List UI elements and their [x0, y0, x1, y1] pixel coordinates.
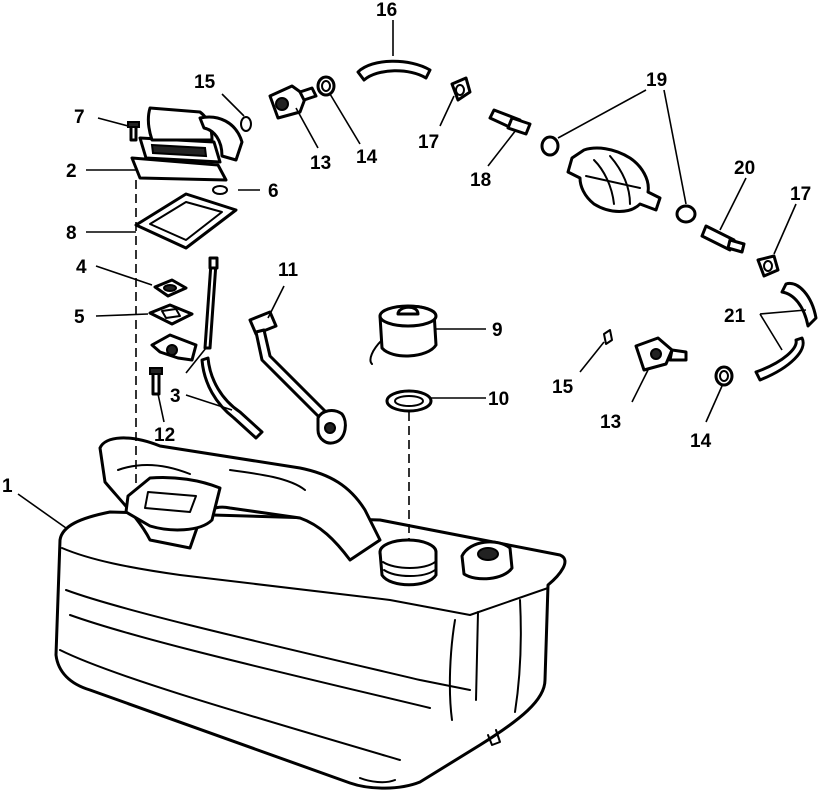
hose-clamp-14-tank: [316, 75, 336, 97]
o-ring-6: [212, 185, 228, 195]
callout-labels: 1 2 3 4 5 6 7 8 9 10 11 12 13 14 15 16 1…: [2, 0, 811, 497]
screw-12: [149, 367, 163, 396]
filler-cap: [369, 304, 438, 365]
screw-7: [127, 121, 140, 142]
fuel-hose-16: [356, 59, 432, 82]
fuel-hose-21: [754, 281, 818, 382]
float-arm: [248, 310, 347, 445]
fuel-tank: [54, 436, 567, 790]
callout-11: 11: [278, 260, 299, 281]
callout-13-tank: 13: [310, 153, 331, 174]
callout-9: 9: [492, 320, 503, 341]
callout-5: 5: [74, 307, 85, 328]
callout-10: 10: [488, 389, 509, 410]
primer-bulb: [540, 135, 697, 224]
callout-17-engine: 17: [790, 184, 811, 205]
o-ring-15: [240, 116, 252, 132]
hose-clamp-14-engine: [714, 365, 734, 387]
callout-3: 3: [170, 386, 181, 407]
hose-clamp-17-tank: [450, 76, 472, 102]
callout-6: 6: [268, 181, 279, 202]
retainer-plate-5: [148, 303, 194, 326]
fuel-fitting-18: [488, 108, 532, 136]
callout-7: 7: [74, 107, 85, 128]
callout-18: 18: [470, 170, 491, 191]
cap-gasket: [385, 389, 433, 413]
callout-8: 8: [66, 223, 77, 244]
hose-clamp-17-engine: [756, 254, 780, 278]
callout-15-tank: 15: [194, 72, 216, 93]
callout-16: 16: [376, 0, 397, 21]
o-ring-15-engine: [603, 329, 613, 345]
fuel-sending-unit: [130, 106, 244, 182]
bracket-clip: [150, 333, 198, 362]
callout-14-tank: 14: [356, 147, 378, 168]
callout-13-engine: 13: [600, 412, 621, 433]
callout-4: 4: [76, 257, 87, 278]
leader-lines: [17, 20, 807, 529]
callout-14-engine: 14: [690, 431, 712, 452]
quick-connector-13-engine: [634, 336, 688, 372]
pickup-tube: [200, 256, 264, 440]
callout-17-tank: 17: [418, 132, 439, 153]
callout-1: 1: [2, 476, 13, 497]
callout-2: 2: [66, 161, 77, 182]
retainer-clip-4: [153, 278, 188, 298]
fuel-fitting-20: [700, 224, 746, 254]
sending-unit-gasket: [134, 192, 238, 250]
callout-12: 12: [154, 425, 175, 446]
callout-19: 19: [646, 70, 667, 91]
quick-connector-13-tank: [268, 84, 318, 120]
callout-20: 20: [734, 158, 755, 179]
callout-15-engine: 15: [552, 377, 574, 398]
assembly-lines: [135, 180, 410, 540]
callout-21: 21: [724, 306, 746, 327]
